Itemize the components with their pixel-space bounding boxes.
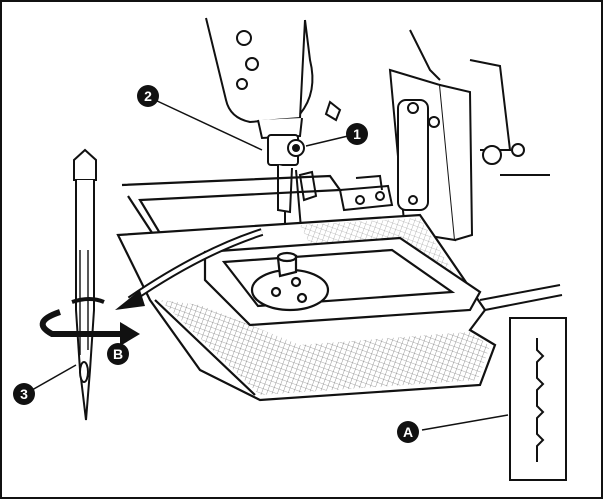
svg-text:1: 1 (353, 126, 361, 142)
machine-head (205, 17, 441, 140)
rotation-arrow (39, 297, 140, 346)
callout-b: B (107, 343, 129, 365)
table-edge-line (479, 284, 561, 301)
right-mechanism (324, 59, 550, 242)
leader-lines (31, 99, 509, 431)
svg-text:3: 3 (20, 386, 28, 402)
table-edge-line-2 (484, 294, 563, 311)
svg-text:A: A (403, 424, 413, 440)
svg-text:B: B (113, 346, 123, 362)
callout-a: A (397, 421, 419, 443)
stitch-sample (509, 317, 567, 481)
callout-1: 1 (346, 123, 368, 145)
callout-3: 3 (13, 383, 35, 405)
removal-arrow (115, 228, 264, 310)
callout-2: 2 (137, 85, 159, 107)
feed-plate (203, 236, 482, 327)
svg-text:2: 2 (144, 88, 152, 104)
